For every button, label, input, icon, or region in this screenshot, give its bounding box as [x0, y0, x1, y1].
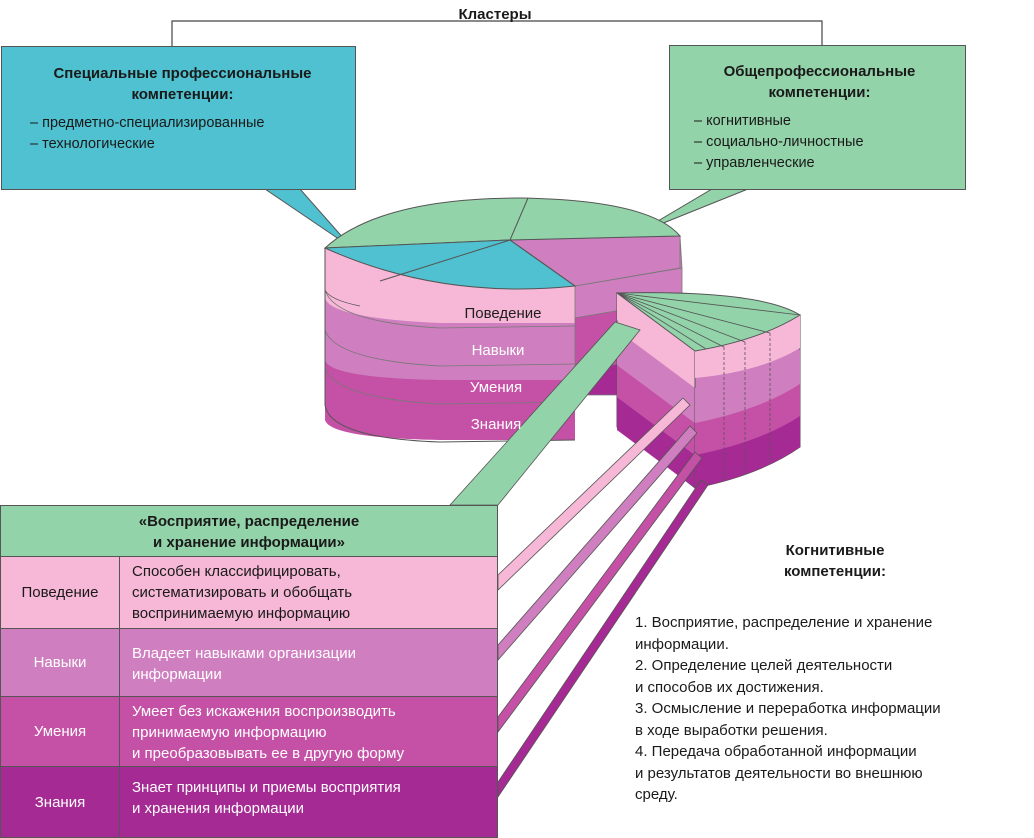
special-title-line2: компетенции: [131, 86, 234, 103]
wedge-connectors [449, 321, 709, 799]
row-desc-line: информации [132, 666, 222, 683]
table-row: Умения Умеет без искажения воспроизводит… [0, 697, 498, 767]
special-title: Специальные профессиональные компетенции… [30, 63, 335, 105]
general-item: социально-личностные [694, 132, 945, 153]
clusters-bracket [171, 20, 823, 47]
competence-table: «Восприятие, распределение и хранение ин… [0, 505, 498, 838]
row-description: Владеет навыками организации информации [132, 643, 489, 685]
cognitive-line: информации. [635, 635, 729, 653]
cognitive-line: среду. [635, 786, 678, 803]
row-desc-line: и хранения информации [132, 800, 305, 817]
row-desc-line: Знает принципы и приемы восприятия [132, 779, 401, 796]
clusters-title: Кластеры [458, 6, 532, 23]
row-level: Знания [1, 767, 120, 837]
pie-top [323, 197, 682, 290]
table-row: Поведение Способен классифицировать, сис… [0, 557, 498, 629]
general-competencies-box: Общепрофессиональные компетенции: когнит… [669, 45, 966, 190]
layer-label-skills: Навыки [471, 342, 525, 359]
special-competencies-box: Специальные профессиональные компетенции… [1, 46, 356, 190]
general-item: управленческие [694, 153, 945, 174]
layer-label-behavior: Поведение [464, 305, 542, 322]
layer-label-abilities: Умения [469, 379, 523, 396]
row-desc-line: систематизировать и обобщать [132, 584, 353, 601]
special-title-line1: Специальные профессиональные [53, 65, 312, 82]
special-item: технологические [30, 134, 335, 155]
row-description: Способен классифицировать, систематизиро… [132, 561, 489, 624]
cognitive-line: 3. Осмысление и переработка информации [635, 700, 941, 717]
table-row: Навыки Владеет навыками организации инфо… [0, 629, 498, 697]
cognitive-title-line1: Когнитивные [785, 542, 885, 559]
row-desc-line: Владеет навыками организации [132, 645, 356, 662]
cognitive-line: и результатов деятельности во внешнюю [635, 764, 923, 782]
special-item: предметно-специализированные [30, 113, 335, 134]
table-header-line1: «Восприятие, распределение [138, 513, 360, 530]
general-item: когнитивные [694, 111, 945, 132]
cognitive-line: в ходе выработки решения. [635, 721, 828, 739]
general-title-line1: Общепрофессиональные [723, 63, 916, 80]
row-level: Умения [1, 697, 120, 766]
cognitive-line: 1. Восприятие, распределение и хранение [635, 614, 933, 631]
table-row: Знания Знает принципы и приемы восприяти… [0, 767, 498, 838]
row-desc-line: Умеет без искажения воспроизводить [132, 703, 396, 720]
row-desc-line: воспринимаемую информацию [132, 605, 351, 622]
cognitive-line: 2. Определение целей деятельности [635, 657, 893, 674]
cognitive-line: 4. Передача обработанной информации [635, 743, 917, 760]
cognitive-list: 1. Восприятие, распределение и хранение … [635, 612, 1030, 806]
row-desc-line: Способен классифицировать, [132, 563, 341, 580]
layer-label-knowledge: Знания [470, 416, 522, 433]
general-items: когнитивные социально-личностные управле… [694, 111, 945, 174]
row-level: Навыки [1, 629, 120, 696]
extracted-wedge [615, 292, 801, 490]
general-title: Общепрофессиональные компетенции: [694, 61, 945, 103]
cognitive-title: Когнитивные компетенции: [745, 540, 925, 582]
row-description: Умеет без искажения воспроизводить прини… [132, 701, 489, 764]
table-header: «Восприятие, распределение и хранение ин… [0, 505, 498, 557]
row-desc-line: и преобразовывать ее в другую форму [132, 745, 405, 762]
row-desc-line: принимаемую информацию [132, 724, 327, 741]
general-title-line2: компетенции: [768, 84, 871, 101]
row-description: Знает принципы и приемы восприятия и хра… [132, 777, 489, 819]
special-items: предметно-специализированные технологиче… [30, 113, 335, 155]
cognitive-line: и способов их достижения. [635, 678, 824, 696]
cognitive-title-line2: компетенции: [784, 563, 886, 580]
table-header-line2: и хранение информации» [152, 534, 345, 551]
row-level: Поведение [1, 557, 120, 628]
